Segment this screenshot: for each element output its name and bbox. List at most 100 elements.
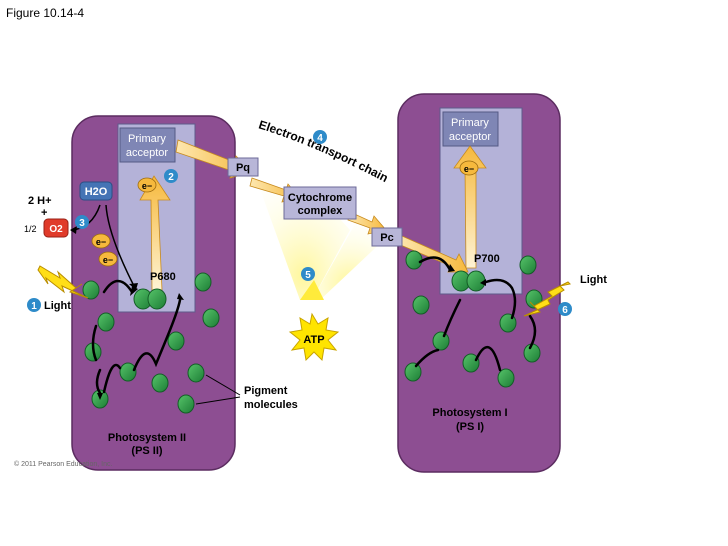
ps1-pigments xyxy=(404,250,543,388)
energy-transfer-path xyxy=(132,298,182,372)
pigment-leader-line xyxy=(195,396,241,405)
h2o-label: H2O xyxy=(85,186,108,198)
arrowhead xyxy=(448,264,455,272)
step-badge xyxy=(313,130,327,144)
pigment-molecule xyxy=(412,295,430,315)
pigment-molecule xyxy=(167,331,185,351)
light-bolt-left-icon xyxy=(37,265,89,299)
step-badge xyxy=(75,215,89,229)
pigment-molecule xyxy=(82,280,100,300)
atp-starburst xyxy=(288,312,340,362)
electron-badge xyxy=(91,233,111,249)
light-bolt-right-icon xyxy=(523,281,572,317)
step-badge xyxy=(301,267,315,281)
energy-transfer-path xyxy=(95,368,102,395)
o2-label: O2 xyxy=(49,224,63,235)
ps2-excitation-arrow xyxy=(139,175,171,291)
p680-label: P680 xyxy=(150,271,176,283)
pq-label: Pq xyxy=(236,162,250,174)
step-number: 4 xyxy=(317,133,323,144)
ps1-primary-acceptor-box xyxy=(442,111,499,147)
copyright: © 2011 Pearson Education, Inc. xyxy=(14,460,112,468)
ps1-title: Photosystem I xyxy=(432,407,507,419)
pigment-molecule xyxy=(151,373,169,393)
ps2-electron-badge xyxy=(137,177,157,193)
pc-label: Pc xyxy=(380,232,393,244)
ps2-electron-label: e− xyxy=(142,181,152,191)
arrowhead xyxy=(177,293,184,300)
energy-transfer-path xyxy=(91,324,98,362)
p700-label: P700 xyxy=(474,253,500,265)
pigment-leader-line xyxy=(205,374,241,396)
ps2-subtitle: (PS II) xyxy=(131,445,163,457)
ps2-primary-acceptor-label-1: Primary xyxy=(128,133,166,145)
energy-transfer-path xyxy=(484,278,517,320)
cytochrome-label-1: Cytochrome xyxy=(288,192,352,204)
pigment-molecule xyxy=(519,255,537,275)
pigment-molecule xyxy=(202,308,220,328)
pc-carrier xyxy=(371,227,403,247)
ps1-primary-acceptor-label-2: acceptor xyxy=(449,131,492,143)
step-number: 5 xyxy=(305,270,311,281)
pigment-molecule xyxy=(187,363,205,383)
cytochrome-complex xyxy=(283,186,357,220)
step-number: 3 xyxy=(79,218,85,229)
h2o-badge xyxy=(79,181,113,201)
plus-label: + xyxy=(41,207,47,219)
water-split-arrowhead xyxy=(70,226,77,234)
energy-transfer-path xyxy=(102,363,122,394)
energy-transfer-path xyxy=(474,346,502,372)
ps2-title: Photosystem II xyxy=(108,432,186,444)
cytochrome-label-2: complex xyxy=(298,205,344,217)
ps2-primary-acceptor-box xyxy=(119,127,176,163)
p680-chlorophyll-b xyxy=(147,288,167,310)
ps2-pigments xyxy=(82,272,220,414)
electron-label: e− xyxy=(103,255,113,265)
pigment-molecule xyxy=(432,331,450,351)
step-badge xyxy=(558,302,572,316)
energy-transfer-path xyxy=(442,298,462,338)
light-label-right: Light xyxy=(580,274,607,286)
electron-badge xyxy=(98,251,118,267)
ps1-energy-arrowheads xyxy=(448,264,486,286)
etc-label: Electron transport chain xyxy=(257,117,391,185)
arrowhead xyxy=(97,393,103,400)
pigment-molecule xyxy=(177,394,195,414)
energy-beam-right xyxy=(312,224,388,300)
step-badge xyxy=(164,169,178,183)
ps1-electron-badge xyxy=(459,160,479,176)
figure-label: Figure 10.14-4 xyxy=(6,6,84,20)
step-badges: 1 2 3 4 5 6 xyxy=(27,130,572,316)
arrowhead xyxy=(480,279,486,286)
step-badge xyxy=(27,298,41,312)
step-number: 2 xyxy=(168,172,174,183)
atp-arrow xyxy=(300,280,324,300)
ps2-primary-acceptor-label-2: acceptor xyxy=(126,147,169,159)
o2-badge xyxy=(43,218,69,238)
pigment-molecule xyxy=(404,362,422,382)
electron-to-p680-arrowhead xyxy=(129,283,138,290)
ps1-electron-label: e− xyxy=(464,164,474,174)
pigment-molecule xyxy=(97,312,115,332)
pigment-molecule xyxy=(194,272,212,292)
etc-label-text: Electron transport chain xyxy=(257,117,391,185)
energy-transfer-path xyxy=(414,348,440,368)
step-number: 1 xyxy=(31,301,37,312)
ps1-primary-acceptor-label-1: Primary xyxy=(451,117,489,129)
pigment-molecule xyxy=(462,353,480,373)
electron-to-p680-arrow xyxy=(105,204,135,287)
p700-chlorophyll-b xyxy=(466,270,486,292)
pigment-molecule xyxy=(119,362,137,382)
pigment-molecule xyxy=(497,368,515,388)
electron-label: e− xyxy=(96,237,106,247)
atp-label: ATP xyxy=(303,334,324,346)
half-label: 1/2 xyxy=(24,224,37,234)
pq-carrier xyxy=(227,157,259,177)
ps2-energy-transfer xyxy=(91,279,182,395)
pigment-label-2: molecules xyxy=(244,399,298,411)
protons-label: 2 H+ xyxy=(28,195,52,207)
ps1-energy-transfer xyxy=(414,256,537,372)
energy-transfer-path xyxy=(102,279,134,294)
